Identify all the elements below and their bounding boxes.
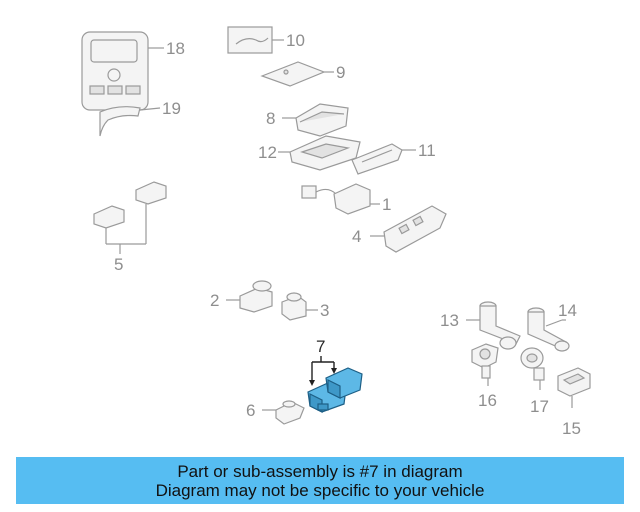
callout-15: 15 [562,419,581,438]
callout-3: 3 [320,301,329,320]
callout-10: 10 [286,31,305,50]
callout-13: 13 [440,311,459,330]
part-5-switches[interactable] [93,181,167,254]
info-banner: Part or sub-assembly is #7 in diagram Di… [16,457,624,504]
callout-17: 17 [530,397,549,416]
part-14-socket[interactable] [527,307,570,352]
part-11-switch-panel[interactable] [351,143,416,175]
part-13-socket[interactable] [466,301,521,350]
callout-18: 18 [166,39,185,58]
part-15-outlet[interactable] [557,367,591,408]
part-10-cable[interactable] [227,26,284,54]
callout-4: 4 [352,227,361,246]
part-8-module[interactable] [282,103,349,137]
callout-8: 8 [266,109,275,128]
callout-6: 6 [246,401,255,420]
part-9-panel[interactable] [260,61,334,87]
part-3-button[interactable] [281,292,318,321]
callout-12: 12 [258,143,277,162]
part-12-tray[interactable] [278,135,361,171]
part-4-switch-assembly[interactable] [370,205,447,253]
callout-19: 19 [162,99,181,118]
part-2-switch[interactable] [226,280,273,313]
callout-1: 1 [382,195,391,214]
part-18-radio-unit[interactable] [81,31,164,111]
callout-14: 14 [558,301,577,320]
callout-7: 7 [316,337,325,356]
part-17-ring[interactable] [520,347,545,390]
parts-diagram: 18 19 10 9 8 12 11 [81,26,591,438]
callout-9: 9 [336,63,345,82]
banner-line-1: Part or sub-assembly is #7 in diagram [177,461,463,481]
callout-2: 2 [210,291,219,310]
part-6-knob[interactable] [262,400,305,425]
callout-11: 11 [418,141,436,160]
part-1-switch[interactable] [301,183,380,215]
part-16-lighter[interactable] [471,343,499,386]
callout-5: 5 [114,255,123,274]
part-19-trim[interactable] [99,106,161,137]
part-7-switch-highlighted[interactable] [307,356,363,413]
callout-16: 16 [478,391,497,410]
banner-line-2: Diagram may not be specific to your vehi… [155,480,485,500]
